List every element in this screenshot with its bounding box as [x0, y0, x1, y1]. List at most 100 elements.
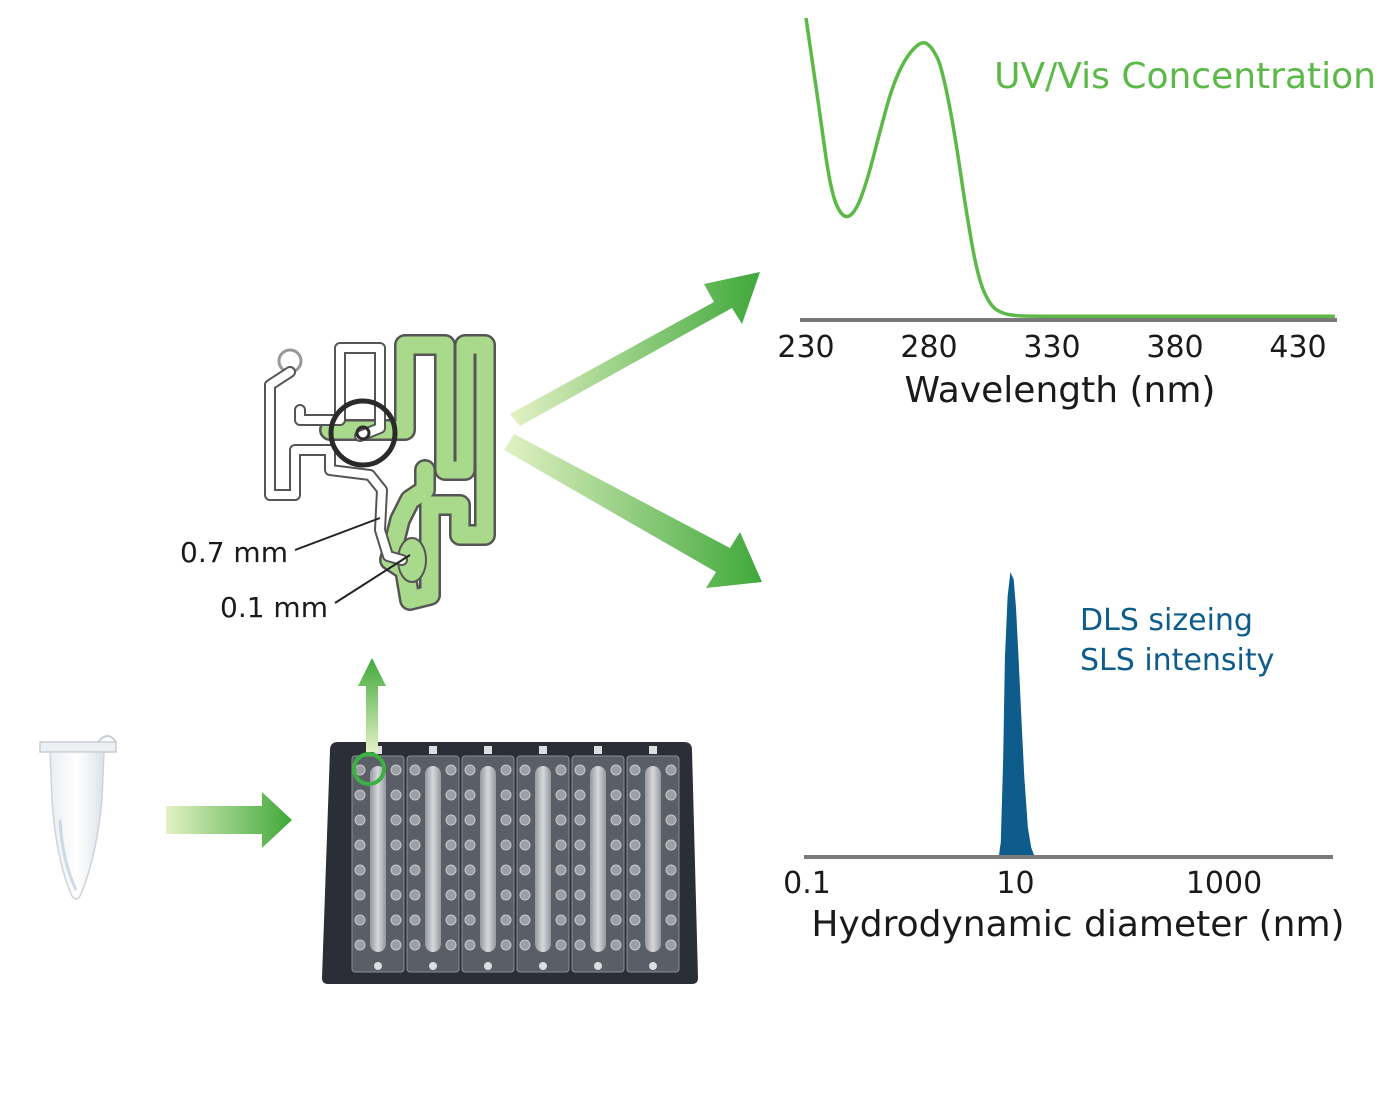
microcentrifuge-tube-icon	[39, 735, 117, 900]
plate-well	[409, 864, 421, 876]
plate-well	[519, 864, 531, 876]
plate-well	[500, 889, 512, 901]
plate-well	[464, 889, 476, 901]
plate-screw	[484, 962, 492, 970]
plate-well	[574, 889, 586, 901]
plate-well	[464, 789, 476, 801]
plate-screw	[374, 962, 382, 970]
plate-well	[500, 814, 512, 826]
plate-well	[629, 864, 641, 876]
plate-screw	[539, 962, 547, 970]
plate-well	[574, 939, 586, 951]
plate-well	[665, 864, 677, 876]
uv-tick-label: 430	[1269, 330, 1326, 365]
leader-narrow	[334, 554, 411, 604]
dls-xaxis-label: Hydrodynamic diameter (nm)	[811, 904, 1344, 945]
leader-wide	[294, 517, 381, 551]
plate-well	[665, 889, 677, 901]
plate-well	[354, 789, 366, 801]
plate-well	[574, 764, 586, 776]
plate-well	[500, 864, 512, 876]
plate-well	[354, 839, 366, 851]
plate-well	[665, 764, 677, 776]
plate-clip	[484, 746, 492, 754]
plate-well	[409, 764, 421, 776]
plate-well	[445, 764, 457, 776]
plate-well	[555, 814, 567, 826]
plate-well	[354, 889, 366, 901]
uv-tick-label: 230	[777, 330, 834, 365]
dls-tick-label: 0.1	[783, 866, 831, 901]
plate-well	[574, 814, 586, 826]
plate-well	[390, 814, 402, 826]
plate-well	[555, 839, 567, 851]
plate-well	[500, 914, 512, 926]
uv-tick-label: 280	[900, 330, 957, 365]
plate-screw	[649, 962, 657, 970]
capillary-lane	[645, 766, 661, 952]
uv-tick-label: 330	[1023, 330, 1080, 365]
arrow-to-uv	[510, 272, 760, 426]
plate-well	[629, 814, 641, 826]
plate-well	[665, 914, 677, 926]
plate-well	[629, 839, 641, 851]
plate-well	[445, 889, 457, 901]
plate-well	[464, 839, 476, 851]
plate-well	[610, 839, 622, 851]
plate-well	[500, 939, 512, 951]
plate-well	[629, 889, 641, 901]
plate-well	[445, 914, 457, 926]
plate-well	[610, 914, 622, 926]
plate-screw	[429, 962, 437, 970]
sls-label: SLS intensity	[1080, 643, 1274, 678]
plate-well	[555, 789, 567, 801]
plate-well	[629, 789, 641, 801]
plate-well	[610, 939, 622, 951]
label-0-1mm: 0.1 mm	[220, 591, 328, 624]
plate-well	[354, 914, 366, 926]
plate-well	[555, 889, 567, 901]
plate-well	[555, 764, 567, 776]
plate-well	[574, 914, 586, 926]
arrow-to-dls	[504, 434, 762, 588]
plate-well	[409, 939, 421, 951]
plate-well	[445, 839, 457, 851]
plate-screw	[594, 962, 602, 970]
plate-well	[354, 939, 366, 951]
plate-well	[555, 864, 567, 876]
plate-clip	[429, 746, 437, 754]
arrow-to-plate	[166, 792, 292, 848]
plate-well	[519, 789, 531, 801]
plate-well	[390, 914, 402, 926]
capillary-lane	[480, 766, 496, 952]
plate-well	[500, 839, 512, 851]
dls-tick-label: 10	[996, 866, 1034, 901]
plate-well	[629, 764, 641, 776]
highlight-well-circle	[352, 752, 386, 786]
plate-well	[519, 914, 531, 926]
microfluidic-chip-icon: 0.7 mm 0.1 mm	[180, 334, 496, 624]
uv-tick-label: 380	[1146, 330, 1203, 365]
plate-well	[629, 939, 641, 951]
plate-well	[390, 889, 402, 901]
plate-well	[500, 764, 512, 776]
plate-well	[629, 914, 641, 926]
capillary-lane	[425, 766, 441, 952]
plate-well	[610, 814, 622, 826]
plate-clip	[649, 746, 657, 754]
plate-well	[610, 789, 622, 801]
detection-spot	[355, 425, 371, 441]
plate-well	[574, 789, 586, 801]
uv-vis-title: UV/Vis Concentration	[994, 56, 1376, 97]
plate-well	[445, 789, 457, 801]
plate-well	[390, 789, 402, 801]
plate-well	[409, 839, 421, 851]
plate-well	[409, 914, 421, 926]
dls-label: DLS sizeing	[1080, 603, 1253, 638]
capillary-lane	[370, 766, 386, 952]
plate-well	[445, 939, 457, 951]
plate-well	[665, 814, 677, 826]
plate-well	[500, 789, 512, 801]
plate-well	[409, 814, 421, 826]
